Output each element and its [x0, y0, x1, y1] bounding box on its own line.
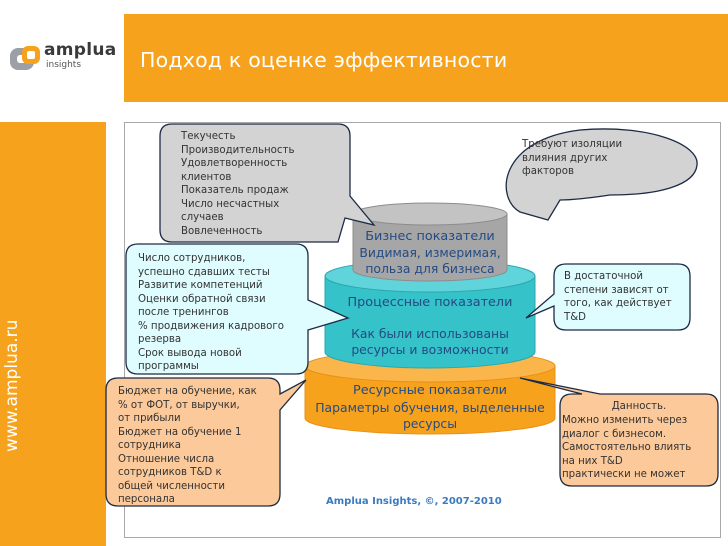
amplua-logo-icon: [10, 46, 40, 70]
isolation-callout-shape: [505, 128, 698, 221]
td-callout-shape: [525, 263, 691, 331]
brand-name: amplua: [44, 40, 117, 60]
tier-middle-text: Как были использованы ресурсы и возможно…: [351, 326, 509, 357]
td-callout-text: В достаточной степени зависят от того, к…: [564, 271, 672, 323]
page-title: Подход к оценке эффективности: [140, 48, 508, 72]
tier-top-title: Бизнес показатели: [365, 229, 495, 244]
tier-middle-title: Процессные показатели: [347, 295, 513, 310]
resource-callout-shape: [105, 377, 307, 507]
content-frame: [124, 122, 721, 538]
given-callout-shape: [519, 377, 719, 487]
tier-top-text: Видимая, измеримая, польза для бизнеса: [359, 245, 501, 276]
tier-bottom-text: Параметры обучения, выделенные ресурсы: [315, 400, 545, 431]
isolation-callout-text: Требуют изоляции влияния других факторов: [522, 139, 623, 177]
given-callout-title: Данность.: [611, 401, 667, 412]
process-callout-shape: [125, 243, 350, 375]
process-callout-text: Число сотрудников, успешно сдавших тесты…: [138, 253, 285, 372]
given-callout-text: Можно изменить через диалог с бизнесом. …: [562, 415, 692, 480]
brand-subtitle: insights: [46, 60, 82, 70]
tier-bottom-title: Ресурсные показатели: [352, 383, 507, 398]
copyright: Amplua Insights, ©, 2007-2010: [326, 496, 502, 507]
resource-callout-text: Бюджет на обучение, как % от ФОТ, от выр…: [118, 386, 257, 505]
title-bar: Подход к оценке эффективности: [124, 14, 728, 102]
side-bar: www.amplua.ru: [0, 122, 106, 546]
business-callout-text: Текучесть Производительность Удовлетворе…: [181, 131, 295, 237]
logo: amplua insights: [0, 0, 122, 102]
business-callout-shape: [159, 123, 376, 243]
